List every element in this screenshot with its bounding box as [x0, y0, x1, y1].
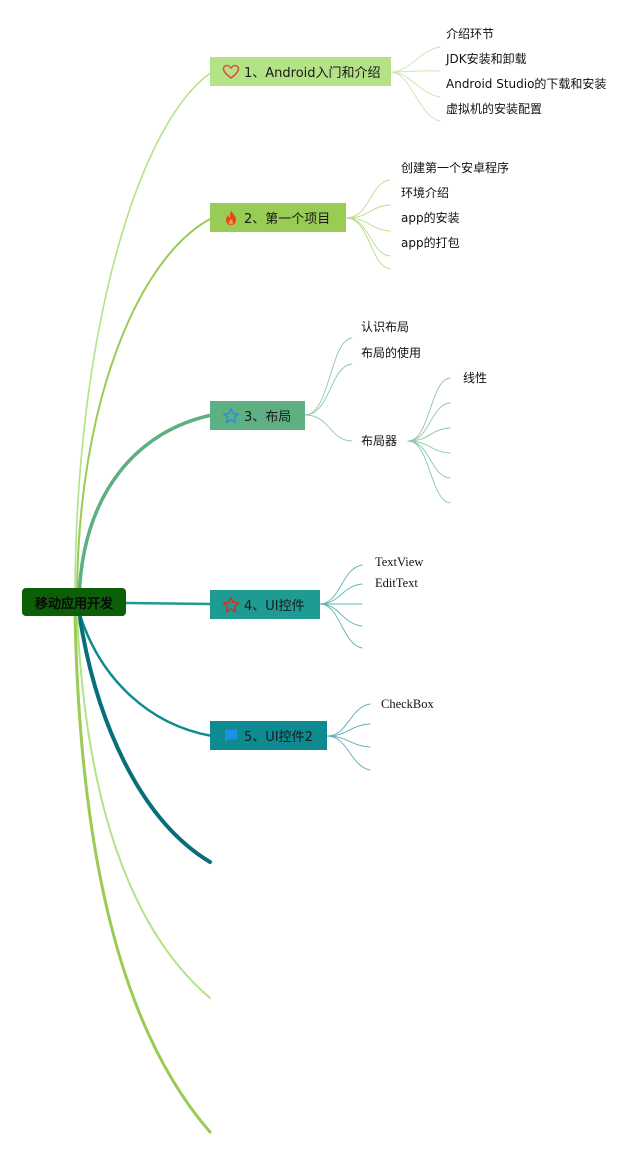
- topic-node-1[interactable]: 1、Android入门和介绍: [210, 57, 391, 86]
- subtopic-1-2[interactable]: JDK安装和卸载: [446, 52, 527, 66]
- subtopic-3-2[interactable]: 布局的使用: [361, 346, 422, 360]
- heart-icon: [222, 63, 240, 81]
- subtopic-1-4[interactable]: 虚拟机的安装配置: [446, 102, 543, 116]
- subtopic-2-4[interactable]: app的打包: [401, 236, 460, 250]
- topic-node-2[interactable]: 2、第一个项目: [210, 203, 346, 232]
- subtopic-1-1[interactable]: 介绍环节: [446, 27, 495, 41]
- subtopic-4-1[interactable]: TextView: [375, 555, 424, 569]
- topic-node-4[interactable]: 4、UI控件: [210, 590, 320, 619]
- star-icon: [222, 407, 240, 425]
- topic-label-3: 3、布局: [244, 410, 292, 425]
- topic-label-4: 4、UI控件: [244, 599, 305, 614]
- subtopic-5-1[interactable]: CheckBox: [381, 697, 434, 711]
- branch-line-4: [122, 601, 214, 606]
- branch-line-6: [77, 610, 212, 864]
- branch-line-7: [76, 611, 211, 999]
- branch-line-8: [73, 610, 212, 1134]
- subtopic-2-1[interactable]: 创建第一个安卓程序: [401, 161, 510, 175]
- branch-line-3: [77, 413, 214, 602]
- flag-icon: [222, 727, 240, 745]
- subtopic-3-3-1[interactable]: 线性: [463, 371, 488, 385]
- topic-node-3[interactable]: 3、布局: [210, 401, 305, 430]
- root-node-label: 移动应用开发: [34, 596, 113, 612]
- branch-line-1: [74, 71, 213, 601]
- subtopic-3-1[interactable]: 认识布局: [361, 320, 410, 334]
- branch-line-5: [77, 610, 214, 738]
- topic-label-1: 1、Android入门和介绍: [244, 66, 381, 81]
- star-outline-icon: [222, 596, 240, 614]
- subtopic-4-2[interactable]: EditText: [375, 576, 418, 590]
- root-node[interactable]: 移动应用开发: [22, 588, 126, 616]
- topic-label-2: 2、第一个项目: [244, 212, 331, 227]
- subtopic-1-3[interactable]: Android Studio的下载和安装: [446, 77, 607, 91]
- topic-node-5[interactable]: 5、UI控件2: [210, 721, 327, 750]
- branch-line-2: [76, 217, 213, 601]
- topic-label-5: 5、UI控件2: [244, 730, 313, 745]
- subtopic-3-3[interactable]: 布局器: [361, 434, 398, 448]
- subtopic-2-3[interactable]: app的安装: [401, 211, 460, 225]
- subtopic-2-2[interactable]: 环境介绍: [401, 186, 450, 200]
- fire-icon: [222, 209, 240, 227]
